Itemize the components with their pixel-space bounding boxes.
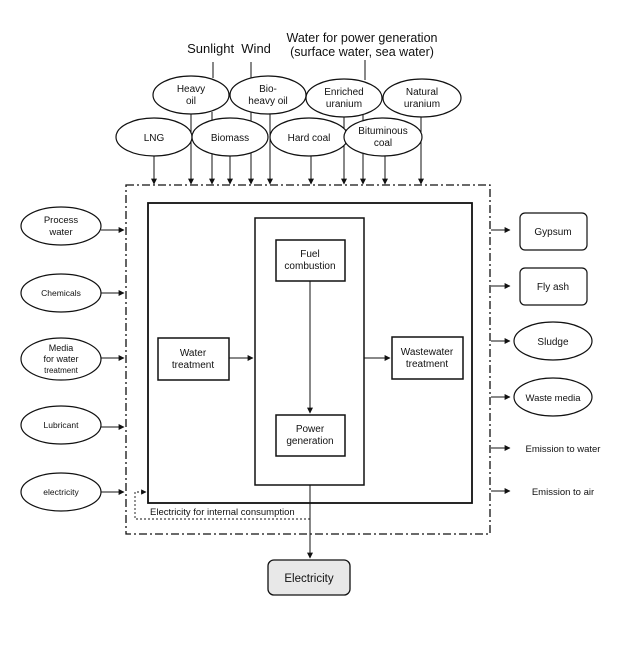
svg-text:uranium: uranium: [404, 99, 440, 110]
svg-text:Gypsum: Gypsum: [534, 227, 571, 238]
svg-text:Bio-: Bio-: [259, 84, 277, 95]
svg-text:Heavy: Heavy: [177, 84, 205, 95]
svg-text:Wastewater: Wastewater: [401, 347, 454, 358]
fuel-hard-coal: Hard coal: [269, 117, 349, 157]
svg-text:Bituminous: Bituminous: [358, 126, 407, 137]
svg-text:LNG: LNG: [144, 133, 165, 144]
fuel-bituminous-coal: Bituminous coal: [343, 117, 423, 157]
output-sludge: Sludge: [513, 321, 593, 361]
svg-text:Waste media: Waste media: [525, 393, 581, 404]
output-emission-to-air: Emission to air: [532, 487, 594, 498]
svg-text:Power: Power: [296, 424, 325, 435]
output-emission-to-water: Emission to water: [526, 444, 601, 455]
input-lubricant: Lubricant: [20, 405, 102, 445]
sunlight-wind-label: Sunlight Wind: [187, 41, 271, 56]
svg-text:coal: coal: [374, 138, 392, 149]
svg-text:Electricity: Electricity: [284, 573, 333, 585]
internal-consumption-label: Electricity for internal consumption: [150, 507, 295, 518]
fuel-lng: LNG: [115, 117, 193, 157]
output-gypsum: Gypsum: [519, 212, 588, 251]
fuel-biomass: Biomass: [191, 117, 269, 157]
svg-text:generation: generation: [286, 436, 333, 447]
svg-text:Fly ash: Fly ash: [537, 282, 569, 293]
svg-text:Natural: Natural: [406, 87, 438, 98]
svg-text:combustion: combustion: [284, 261, 335, 272]
svg-text:Hard coal: Hard coal: [288, 133, 331, 144]
svg-text:Biomass: Biomass: [211, 133, 249, 144]
svg-text:Lubricant: Lubricant: [44, 420, 80, 430]
fuel-enriched-uranium: Enriched uranium: [305, 78, 383, 118]
fuel-heavy-oil: Heavy oil: [152, 75, 230, 115]
svg-text:treatment: treatment: [172, 360, 214, 371]
svg-text:Enriched: Enriched: [324, 87, 363, 98]
input-chemicals: Chemicals: [20, 273, 102, 313]
svg-text:Sludge: Sludge: [537, 337, 569, 348]
svg-text:heavy oil: heavy oil: [248, 96, 287, 107]
svg-text:electricity: electricity: [43, 487, 79, 497]
svg-text:Water: Water: [180, 348, 207, 359]
input-electricity: electricity: [20, 472, 102, 512]
svg-text:treatment: treatment: [406, 359, 448, 370]
water-sources-label: (surface water, sea water): [290, 45, 434, 59]
output-fly-ash: Fly ash: [519, 267, 588, 306]
water-for-power-label: Water for power generation: [286, 31, 437, 45]
svg-text:oil: oil: [186, 96, 196, 107]
power-generation-box: Power generation: [275, 414, 346, 457]
fuel-bio-heavy-oil: Bio- heavy oil: [229, 75, 307, 115]
output-waste-media: Waste media: [513, 377, 593, 417]
svg-text:Media: Media: [49, 343, 74, 353]
fuel-combustion-box: Fuel combustion: [275, 239, 346, 282]
system-boundary: [125, 184, 491, 535]
svg-text:treatment: treatment: [44, 366, 79, 375]
svg-text:uranium: uranium: [326, 99, 362, 110]
svg-text:Fuel: Fuel: [300, 249, 319, 260]
svg-text:water: water: [48, 227, 72, 238]
water-treatment-box: Water treatment: [157, 337, 230, 381]
svg-text:for water: for water: [43, 354, 78, 364]
input-media-for-water-treatment: Media for water treatment: [20, 337, 102, 381]
input-process-water: Process water: [20, 206, 102, 246]
svg-text:Chemicals: Chemicals: [41, 288, 81, 298]
wastewater-treatment-box: Wastewater treatment: [391, 336, 464, 380]
product-electricity: Electricity: [267, 559, 351, 596]
svg-text:Process: Process: [44, 215, 79, 226]
fuel-natural-uranium: Natural uranium: [382, 78, 462, 118]
internal-consumption-loop: [134, 489, 310, 520]
